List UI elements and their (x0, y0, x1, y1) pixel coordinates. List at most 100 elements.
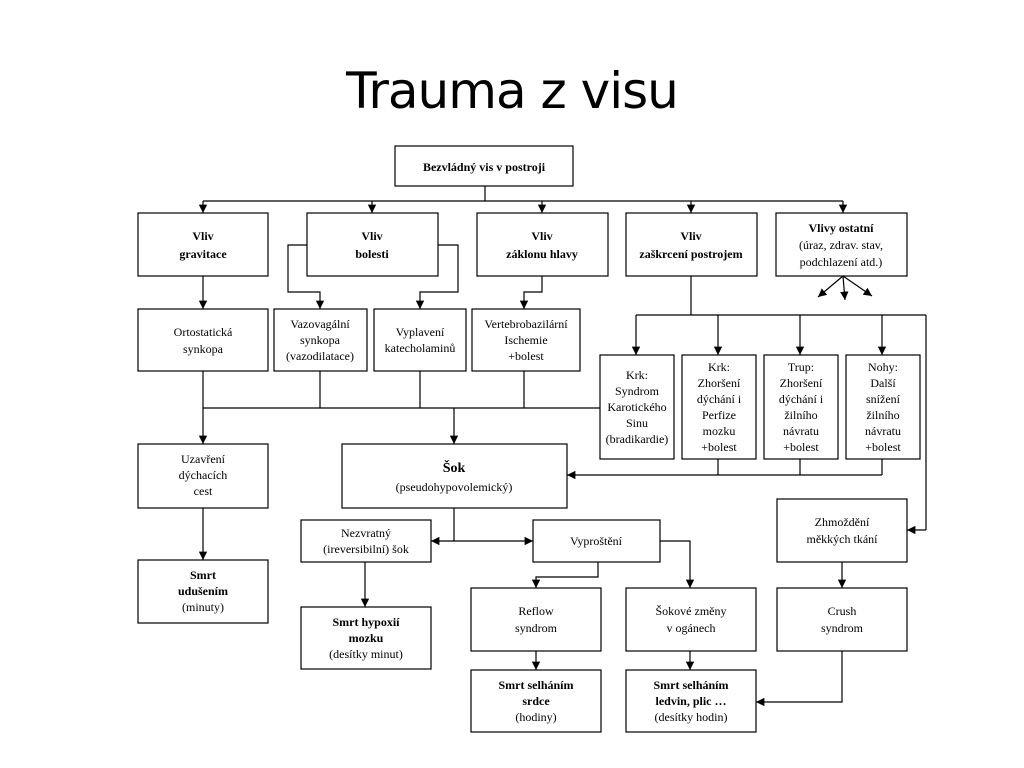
node-sok: Šok (pseudohypovolemický) (341, 443, 568, 509)
node-label: Vyproštění (570, 534, 623, 548)
node-smrt-ledvin: Smrt selháním ledvin, plic … (desítky ho… (625, 669, 757, 733)
node-label: Ortostatická (174, 325, 233, 339)
node-smrt-srdce: Smrt selháním srdce (hodiny) (470, 669, 602, 733)
node-label: Další (870, 376, 896, 390)
node-krk-zhorseni: Krk: Zhoršení dýchání i Perfize mozku +b… (681, 354, 757, 460)
node-vertebrobazilarni-ischemie: Vertebrobazilární Ischemie +bolest (471, 308, 581, 372)
node-label: Vertebrobazilární (484, 317, 568, 331)
node-crush-syndrom: Crush syndrom (776, 587, 908, 652)
node-label: (hodiny) (515, 710, 556, 724)
node-label: žilního (784, 408, 817, 422)
node-label: Šok (443, 459, 466, 476)
node-label: Krk: (708, 360, 730, 374)
node-label: v ogánech (667, 621, 716, 635)
node-label: Smrt selháním (654, 678, 729, 692)
node-vliv-gravitace: Vliv gravitace (137, 212, 269, 277)
node-label: Krk: (626, 368, 648, 382)
node-label: podchlazení atd.) (800, 255, 883, 269)
node-label: Šokové změny (656, 604, 727, 618)
node-krk-syndrom: Krk: Syndrom Karotického Sinu (bradikard… (599, 354, 675, 460)
node-label: Vazovagální (290, 317, 350, 331)
node-root-label: Bezvládný vis v postroji (423, 160, 546, 174)
node-label: žilního (866, 408, 899, 422)
node-label: záklonu hlavy (506, 247, 578, 261)
connector-lines (198, 186, 927, 707)
node-label: syndrom (821, 621, 864, 635)
node-label: Vliv (361, 229, 382, 243)
node-smrt-udusenim: Smrt udušením (minuty) (137, 559, 269, 624)
node-label: zaškrcení postrojem (639, 247, 742, 261)
node-label: syndrom (515, 621, 558, 635)
node-label: Perfize (702, 408, 736, 422)
node-label: (desítky minut) (329, 647, 403, 661)
node-label: Smrt selháním (499, 678, 574, 692)
node-sokove-zmeny: Šokové změny v ogánech (625, 587, 757, 652)
node-label: mozku (349, 631, 384, 645)
node-label: Reflow (518, 604, 554, 618)
node-label: (úraz, zdrav. stav, (799, 238, 883, 252)
node-label: ledvin, plic … (655, 694, 726, 708)
node-label: návratu (783, 424, 819, 438)
node-label: Nohy: (868, 360, 898, 374)
node-reflow-syndrom: Reflow syndrom (470, 587, 602, 652)
node-label: snížení (866, 392, 901, 406)
node-trup: Trup: Zhoršení dýchání i žilního návratu… (763, 354, 839, 460)
node-label: srdce (522, 694, 550, 708)
node-label: (bradikardie) (606, 432, 669, 446)
node-label: mozku (703, 424, 736, 438)
node-label: +bolest (701, 440, 737, 454)
node-label: Smrt hypoxií (332, 615, 400, 629)
node-smrt-hypoxii: Smrt hypoxií mozku (desítky minut) (300, 606, 432, 670)
node-label: Syndrom (615, 384, 660, 398)
node-label: dýchání i (779, 392, 824, 406)
node-nohy: Nohy: Další snížení žilního návratu +bol… (845, 354, 921, 460)
node-label: Zhoršení (780, 376, 823, 390)
node-label: Uzavření (181, 452, 226, 466)
node-uzavreni-dychacich-cest: Uzavření dýchacích cest (137, 443, 269, 509)
page-title: Trauma z visu (346, 62, 679, 120)
node-label: Vlivy ostatní (808, 221, 874, 235)
node-label: +bolest (865, 440, 901, 454)
node-label: (pseudohypovolemický) (396, 480, 513, 494)
node-label: Vyplavení (396, 325, 445, 339)
node-label: +bolest (783, 440, 819, 454)
node-vlivy-ostatni: Vlivy ostatní (úraz, zdrav. stav, podchl… (775, 212, 908, 277)
node-label: gravitace (179, 247, 227, 261)
node-label: Vliv (192, 229, 213, 243)
node-vliv-zaklonu-hlavy: Vliv záklonu hlavy (476, 212, 609, 277)
node-vyplaveni-katecholaminu: Vyplavení katecholaminů (373, 308, 467, 372)
node-label: dýchání i (697, 392, 742, 406)
node-label: měkkých tkání (807, 532, 879, 546)
node-label: udušením (178, 584, 228, 598)
node-label: dýchacích (179, 468, 228, 482)
node-label: Crush (828, 604, 857, 618)
node-label: Nezvratný (341, 526, 391, 540)
node-label: návratu (865, 424, 901, 438)
node-label: synkopa (300, 333, 341, 347)
node-label: +bolest (508, 349, 544, 363)
node-label: Zhoršení (698, 376, 741, 390)
node-root: Bezvládný vis v postroji (394, 145, 574, 187)
node-label: Ischemie (504, 333, 547, 347)
node-label: (vazodilatace) (286, 349, 354, 363)
node-label: cest (194, 484, 213, 498)
node-label: (desítky hodin) (655, 710, 728, 724)
node-zhmozdeni: Zhmoždění měkkých tkání (776, 498, 908, 563)
node-nezvratny-sok: Nezvratný (ireversibilní) šok (300, 519, 432, 563)
node-vazovagalni-synkopa: Vazovagální synkopa (vazodilatace) (273, 308, 368, 372)
node-label: Smrt (190, 568, 216, 582)
node-label: Sinu (626, 416, 648, 430)
node-label: Trup: (788, 360, 814, 374)
node-label: (ireversibilní) šok (323, 542, 409, 556)
node-label: (minuty) (182, 600, 224, 614)
node-label: Karotického (607, 400, 666, 414)
node-label: Vliv (531, 229, 552, 243)
node-vliv-bolesti: Vliv bolesti (306, 212, 439, 277)
node-label: katecholaminů (385, 341, 456, 355)
node-label: Vliv (680, 229, 701, 243)
node-vliv-zaskrceni: Vliv zaškrcení postrojem (625, 212, 758, 277)
node-label: Zhmoždění (815, 515, 870, 529)
node-label: bolesti (355, 247, 389, 261)
node-label: synkopa (183, 342, 224, 356)
